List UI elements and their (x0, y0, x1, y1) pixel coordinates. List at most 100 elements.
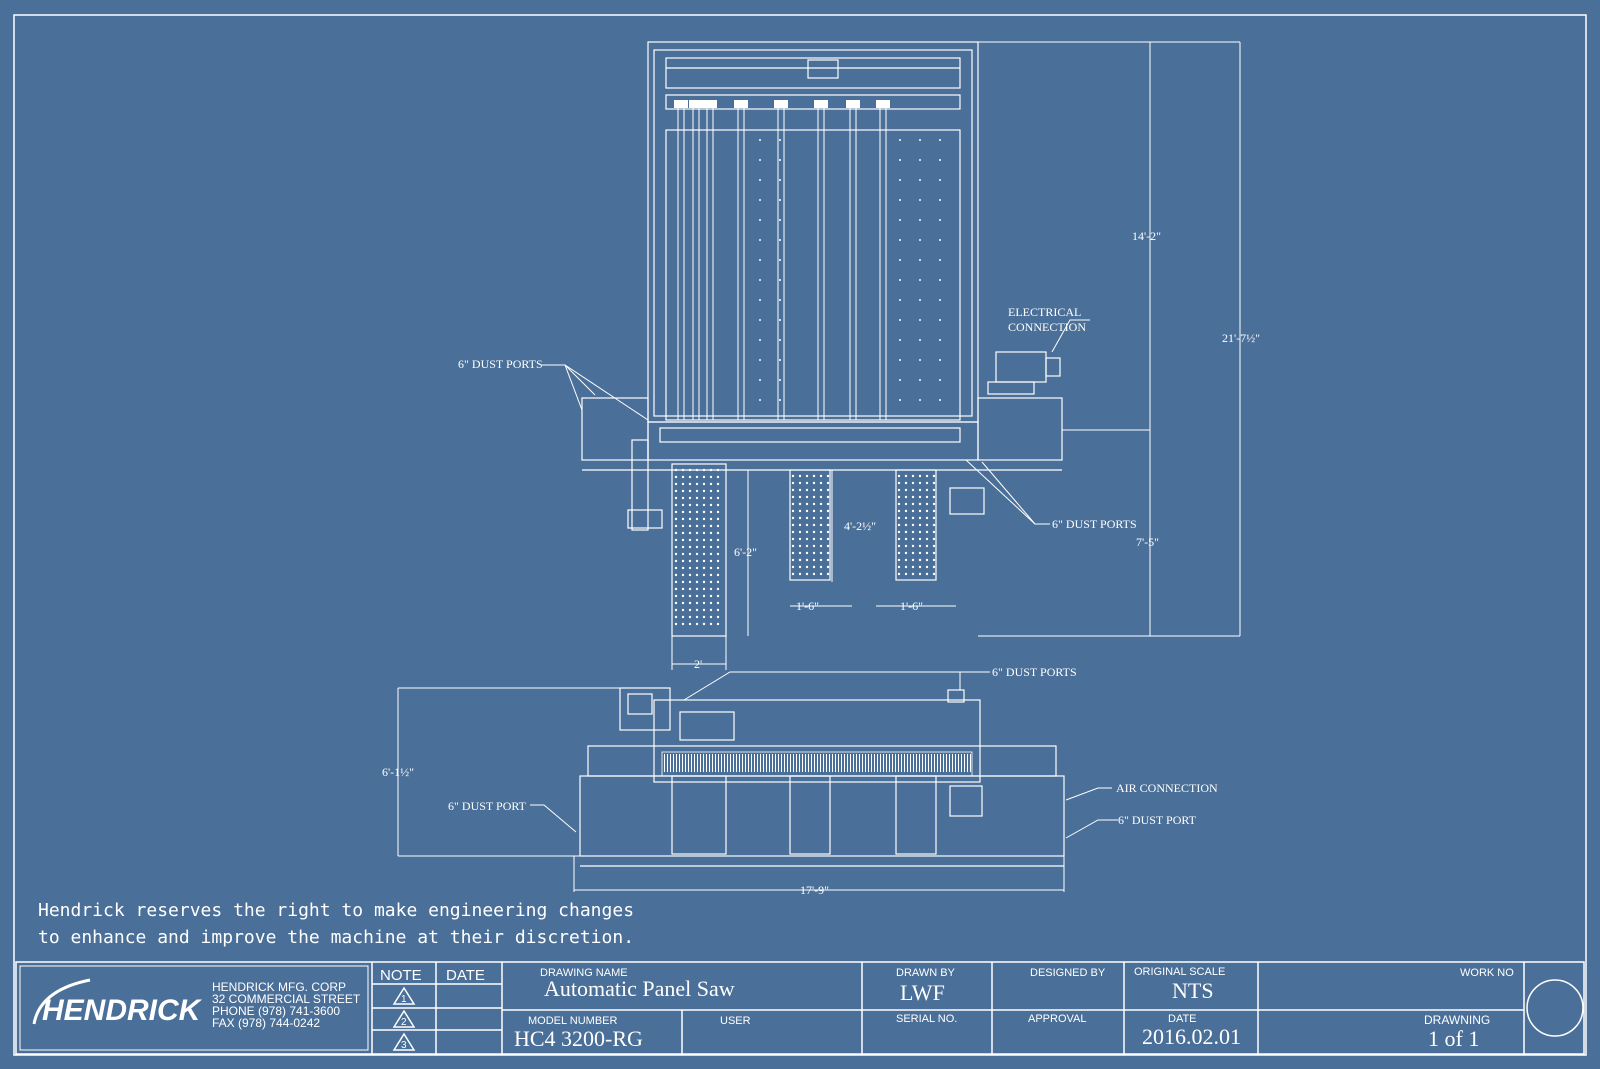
dot (826, 530, 830, 534)
dot (826, 572, 830, 576)
hatch-line (856, 754, 857, 772)
hatch-line (742, 754, 743, 772)
dot (919, 219, 921, 221)
hatch-line (712, 754, 713, 772)
dot (688, 559, 692, 563)
dot (904, 523, 908, 527)
dot (759, 279, 761, 281)
hatch-line (703, 754, 704, 772)
hatch-line (814, 754, 815, 772)
dot (819, 565, 823, 569)
dim-height-upper: 14'-2" (1132, 229, 1161, 243)
dot (709, 552, 713, 556)
dot (899, 159, 901, 161)
dot (798, 523, 802, 527)
dot (688, 587, 692, 591)
work-no-label: WORK NO (1460, 967, 1514, 979)
dot (681, 538, 685, 542)
dot (688, 594, 692, 598)
dot (716, 468, 720, 472)
dot (695, 475, 699, 479)
dot (688, 622, 692, 626)
dot (681, 496, 685, 500)
model-number-label: MODEL NUMBER (528, 1015, 617, 1027)
dot (709, 608, 713, 612)
front-dimensions (397, 671, 1118, 892)
dot (805, 558, 809, 562)
dot (911, 502, 915, 506)
dot (904, 488, 908, 492)
label-dust-port-right-front: 6" DUST PORT (1118, 813, 1197, 827)
dot (716, 510, 720, 514)
dot (918, 572, 922, 576)
dot (812, 509, 816, 513)
hatch-line (937, 754, 938, 772)
dot (791, 474, 795, 478)
dot (791, 516, 795, 520)
dot (791, 572, 795, 576)
dot (688, 489, 692, 493)
dot (812, 516, 816, 520)
dot (709, 587, 713, 591)
dot (681, 475, 685, 479)
hatch-line (766, 754, 767, 772)
dot (826, 495, 830, 499)
hatch-line (733, 754, 734, 772)
hatch-line (907, 754, 908, 772)
dot (911, 551, 915, 555)
dot (812, 502, 816, 506)
dot (674, 468, 678, 472)
dot (904, 572, 908, 576)
dot (826, 502, 830, 506)
model-number: HC4 3200-RG (514, 1026, 643, 1051)
drawing-name: Automatic Panel Saw (544, 976, 735, 1001)
hatch-line (664, 754, 665, 772)
hatch-line (811, 754, 812, 772)
dot (681, 587, 685, 591)
dot (716, 622, 720, 626)
hatch-line (916, 754, 917, 772)
dot (759, 259, 761, 261)
dot (904, 481, 908, 485)
dot (812, 558, 816, 562)
dot-pattern (674, 139, 941, 626)
hatch-line (967, 754, 968, 772)
dot (759, 359, 761, 361)
hatch-line (697, 754, 698, 772)
dot (819, 488, 823, 492)
hatch-line (817, 754, 818, 772)
hatch-line (898, 754, 899, 772)
hatch-line (865, 754, 866, 772)
hatch-line (838, 754, 839, 772)
dot (716, 482, 720, 486)
dot (702, 573, 706, 577)
dot (805, 474, 809, 478)
top-dimensions (542, 42, 1241, 670)
hatch-line (784, 754, 785, 772)
hatch-line (913, 754, 914, 772)
dot (897, 537, 901, 541)
dot (911, 565, 915, 569)
label-dust-ports-right: 6" DUST PORTS (1052, 517, 1137, 531)
dot (674, 545, 678, 549)
dot (826, 544, 830, 548)
dot (709, 566, 713, 570)
dot (702, 594, 706, 598)
label-dust-ports-front: 6" DUST PORTS (992, 665, 1077, 679)
disclaimer-line-2: to enhance and improve the machine at th… (38, 927, 634, 948)
hatch-line (853, 754, 854, 772)
hatch-line (772, 754, 773, 772)
note-2: 2 (401, 1017, 407, 1028)
dot (932, 474, 936, 478)
dot (919, 379, 921, 381)
dot (695, 517, 699, 521)
dot (681, 552, 685, 556)
hatch-line (928, 754, 929, 772)
dot (702, 503, 706, 507)
dot (779, 259, 781, 261)
note-1: 1 (401, 994, 407, 1005)
dot (681, 489, 685, 493)
hatch-line (676, 754, 677, 772)
dot (826, 537, 830, 541)
dot (805, 565, 809, 569)
